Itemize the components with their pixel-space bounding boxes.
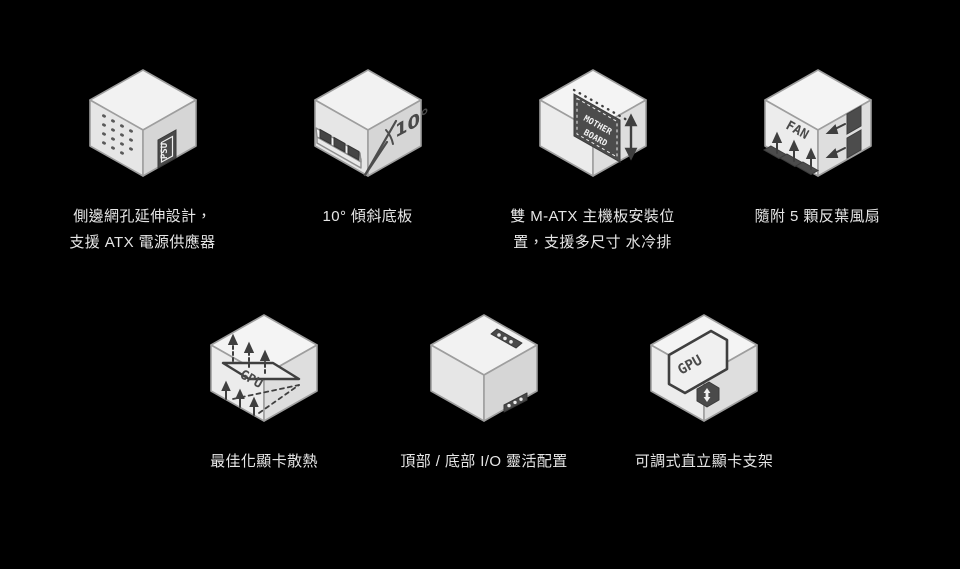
gpu-airflow-cube-icon: GPU [189,300,339,435]
feature-row-bottom: GPU [0,300,960,475]
io-ports-cube-icon [409,300,559,435]
feature-item-gpu-cooling[interactable]: GPU [154,300,374,475]
feature-caption: 隨附 5 顆反葉風扇 [754,208,881,225]
feature-caption: 可調式直立顯卡支架 [634,453,774,470]
psu-mesh-cube-icon: PSU [68,55,218,190]
feature-item-gpu-bracket[interactable]: GPU 可調式直立顯卡支架 [594,300,814,475]
tilted-base-cube-icon: 10° [293,55,443,190]
gpu-vertical-bracket-cube-icon: GPU [629,300,779,435]
feature-item-motherboard[interactable]: MOTHER BOARD 雙 M-ATX 主機板安裝位 置，支援多尺寸 水冷排 [480,55,705,256]
feature-item-psu[interactable]: PSU 側邊網孔延伸設計， 支援 ATX 電源供應器 [30,55,255,256]
feature-item-fans[interactable]: FAN [705,55,930,230]
motherboard-cube-icon: MOTHER BOARD [518,55,668,190]
feature-item-tilted-base[interactable]: 10° 10° 傾斜底板 [255,55,480,230]
feature-caption: 最佳化顯卡散熱 [210,453,318,470]
svg-text:PSU: PSU [160,142,170,158]
feature-caption: 頂部 / 底部 I/O 靈活配置 [400,453,568,470]
fan-cube-icon: FAN [743,55,893,190]
feature-caption: 側邊網孔延伸設計， 支援 ATX 電源供應器 [69,208,216,251]
feature-row-top: PSU 側邊網孔延伸設計， 支援 ATX 電源供應器 [0,55,960,256]
feature-caption: 10° 傾斜底板 [322,208,413,225]
feature-item-io[interactable]: 頂部 / 底部 I/O 靈活配置 [374,300,594,475]
feature-caption: 雙 M-ATX 主機板安裝位 置，支援多尺寸 水冷排 [510,208,675,251]
